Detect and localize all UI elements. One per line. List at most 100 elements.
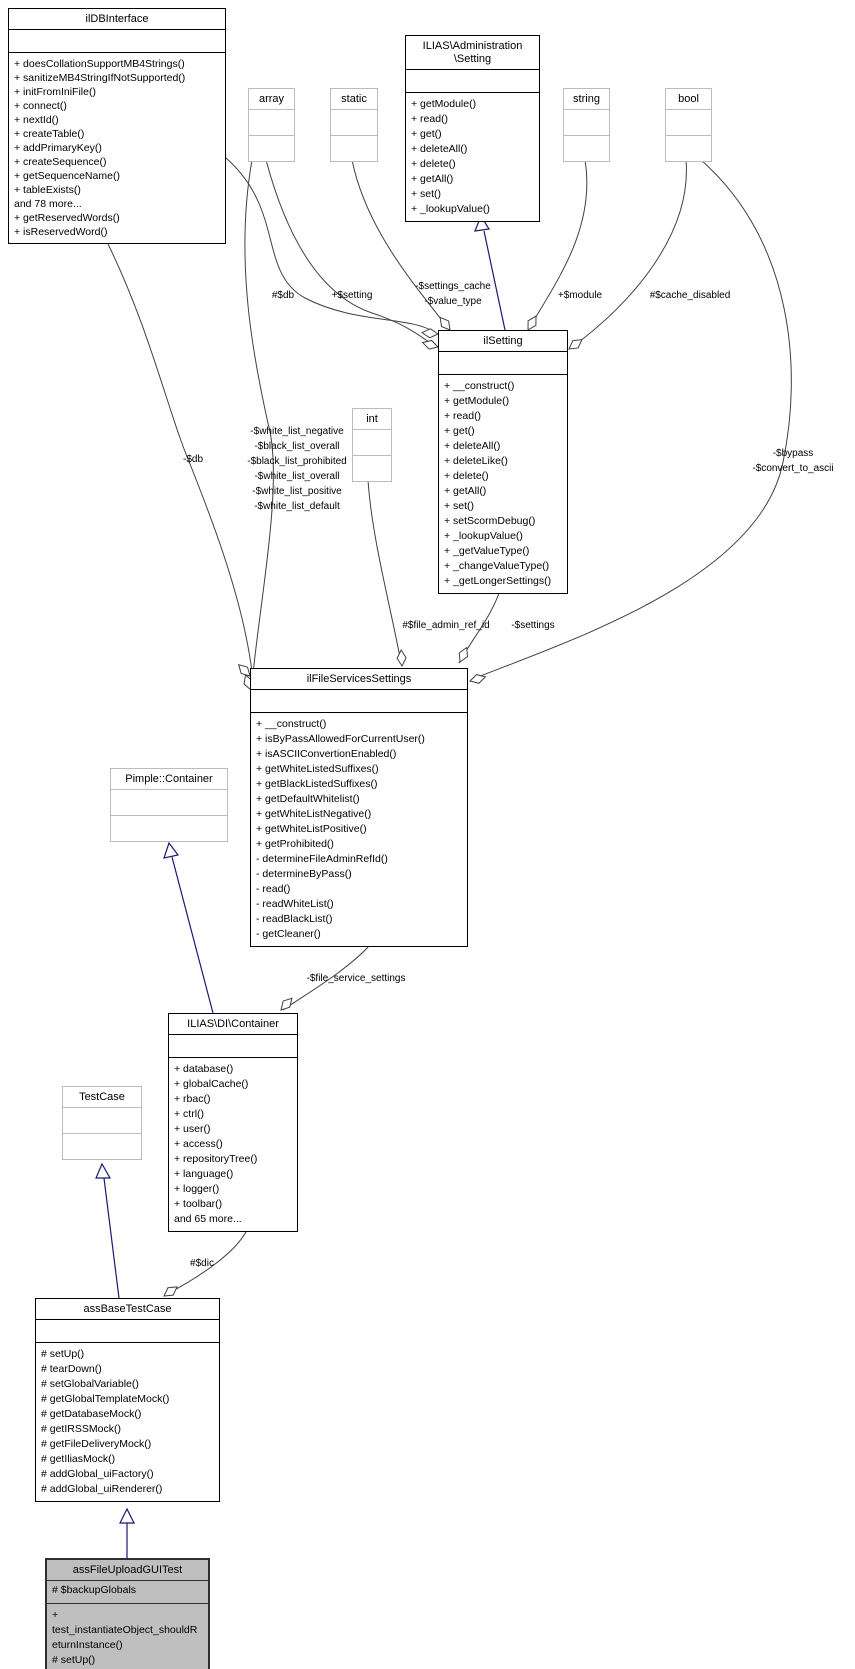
text-line: + database() — [174, 1063, 234, 1075]
class-title: ilDBInterface — [9, 9, 225, 30]
edge-label-file-service-settings: -$file_service_settings — [306, 973, 406, 984]
class-box-ilias-administration-setting: ILIAS\Administration\Setting + getModule… — [405, 35, 540, 222]
text-line: + initFromIniFile() — [14, 86, 96, 98]
text-line: + isReservedWord() — [14, 226, 108, 238]
class-box-assfileuploadguitest: assFileUploadGUITest # $backupGlobals + … — [45, 1558, 210, 1669]
text-line: # getGlobalTemplateMock() — [41, 1393, 170, 1405]
text-line: + getWhiteListedSuffixes() — [256, 763, 379, 775]
class-attributes — [9, 30, 225, 53]
edge-string-ilsetting — [529, 159, 588, 328]
text-line: + delete() — [444, 470, 489, 482]
class-title: assBaseTestCase — [36, 1299, 219, 1320]
text-line: -$value_type — [424, 296, 482, 307]
text-line: # tearDown() — [41, 1363, 102, 1375]
edge-dbinterface-ilsetting — [225, 157, 435, 333]
edge-label-settings-member: -$settings — [511, 620, 555, 631]
class-title: ilSetting — [439, 331, 567, 352]
text-line: + getAll() — [411, 173, 454, 185]
class-title: ilFileServicesSettings — [251, 669, 467, 690]
text-line: # $backupGlobals — [52, 1584, 137, 1596]
edge-label-dic: #$dic — [190, 1258, 214, 1269]
text-line: + getWhiteListNegative() — [256, 808, 372, 820]
class-title: ILIAS\Administration\Setting — [406, 36, 539, 70]
class-attributes — [439, 352, 567, 375]
diamond-ilsetting-cachedisabled — [568, 338, 583, 350]
arrow-assfileupload-inherits — [119, 1507, 135, 1524]
class-attributes — [169, 1035, 297, 1058]
text-line: + getReservedWords() — [14, 212, 120, 224]
class-methods — [63, 1134, 141, 1159]
text-line: + deleteAll() — [444, 440, 501, 452]
text-line: + getAll() — [444, 485, 487, 497]
text-line: + getModule() — [444, 395, 510, 407]
edge-dicontainer-inherits — [171, 856, 214, 1014]
class-box-assbasetestcase: assBaseTestCase # setUp()# tearDown()# s… — [35, 1298, 220, 1502]
class-attributes: # $backupGlobals — [47, 1581, 208, 1604]
class-title: Pimple::Container — [111, 769, 227, 790]
class-attributes — [249, 110, 294, 136]
text-line: -$black_list_prohibited — [247, 456, 347, 467]
edge-bool-ilsetting — [571, 159, 687, 348]
text-line: + _getValueType() — [444, 545, 530, 557]
class-box-array: array — [248, 88, 295, 162]
text-line: and 65 more... — [174, 1213, 242, 1225]
class-box-pimple-container: Pimple::Container — [110, 768, 228, 842]
class-attributes — [406, 70, 539, 93]
class-attributes — [63, 1108, 141, 1134]
class-methods: # setUp()# tearDown()# setGlobalVariable… — [36, 1343, 219, 1501]
class-box-ildbinterface: ilDBInterface + doesCollationSupportMB4S… — [8, 8, 226, 244]
edge-label-db-protected: #$db — [271, 290, 295, 301]
class-methods — [564, 136, 609, 161]
diamond-ilsetting-db — [421, 328, 440, 339]
class-title: array — [249, 89, 294, 110]
class-box-ilsetting: ilSetting + __construct()+ getModule()+ … — [438, 330, 568, 594]
diamond-fileservices-refid — [396, 649, 407, 668]
class-methods: + __construct()+ isByPassAllowedForCurre… — [251, 713, 467, 946]
text-line: # setGlobalVariable() — [41, 1378, 139, 1390]
text-line: + read() — [444, 410, 482, 422]
class-methods — [331, 136, 377, 161]
class-box-bool: bool — [665, 88, 712, 162]
text-line: # setUp() — [52, 1654, 96, 1666]
class-box-ilias-di-container: ILIAS\DI\Container + database()+ globalC… — [168, 1013, 298, 1232]
edge-label-db-private: -$db — [182, 454, 204, 465]
text-line: + createTable() — [14, 128, 85, 140]
class-attributes — [331, 110, 377, 136]
class-methods: + test_instantiateObject_shouldReturnIns… — [47, 1604, 208, 1669]
class-title: int — [353, 409, 391, 430]
text-line: -$white_list_default — [254, 501, 340, 512]
text-line: + nextId() — [14, 114, 59, 126]
class-methods: + doesCollationSupportMB4Strings()+ sani… — [9, 53, 225, 243]
text-line: -$black_list_overall — [254, 441, 340, 452]
text-line: + user() — [174, 1123, 211, 1135]
text-line: - getCleaner() — [256, 928, 321, 940]
text-line: + _getLongerSettings() — [444, 575, 552, 587]
text-line: # addGlobal_uiRenderer() — [41, 1483, 163, 1495]
edge-static-ilsetting — [351, 159, 449, 329]
text-line: + connect() — [14, 100, 67, 112]
text-line: + createSequence() — [14, 156, 107, 168]
diamond-ilsetting-cache — [439, 316, 451, 331]
class-methods: + getModule()+ read()+ get()+ deleteAll(… — [406, 93, 539, 221]
text-line: + getWhiteListPositive() — [256, 823, 367, 835]
class-attributes — [36, 1320, 219, 1343]
text-line: + setScormDebug() — [444, 515, 536, 527]
class-methods — [111, 816, 227, 841]
text-line: + language() — [174, 1168, 234, 1180]
text-line: + set() — [444, 500, 475, 512]
diamond-fileservices-db — [237, 663, 251, 677]
text-line: -$settings_cache — [415, 281, 491, 292]
text-line: + read() — [411, 113, 449, 125]
text-line: + _lookupValue() — [444, 530, 523, 542]
text-line: - determineFileAdminRefId() — [256, 853, 388, 865]
text-line: # getIliasMock() — [41, 1453, 116, 1465]
edge-label-cache-disabled: #$cache_disabled — [649, 290, 731, 301]
text-line: -$white_list_negative — [250, 426, 344, 437]
text-line: + test_instantiateObject_shouldReturnIns… — [52, 1609, 198, 1651]
edge-label-module: +$module — [557, 290, 603, 301]
text-line: - determineByPass() — [256, 868, 352, 880]
text-line: + isASCIIConvertionEnabled() — [256, 748, 397, 760]
class-title: assFileUploadGUITest — [47, 1560, 208, 1581]
class-attributes — [564, 110, 609, 136]
arrow-assbase-inherits — [95, 1162, 112, 1179]
